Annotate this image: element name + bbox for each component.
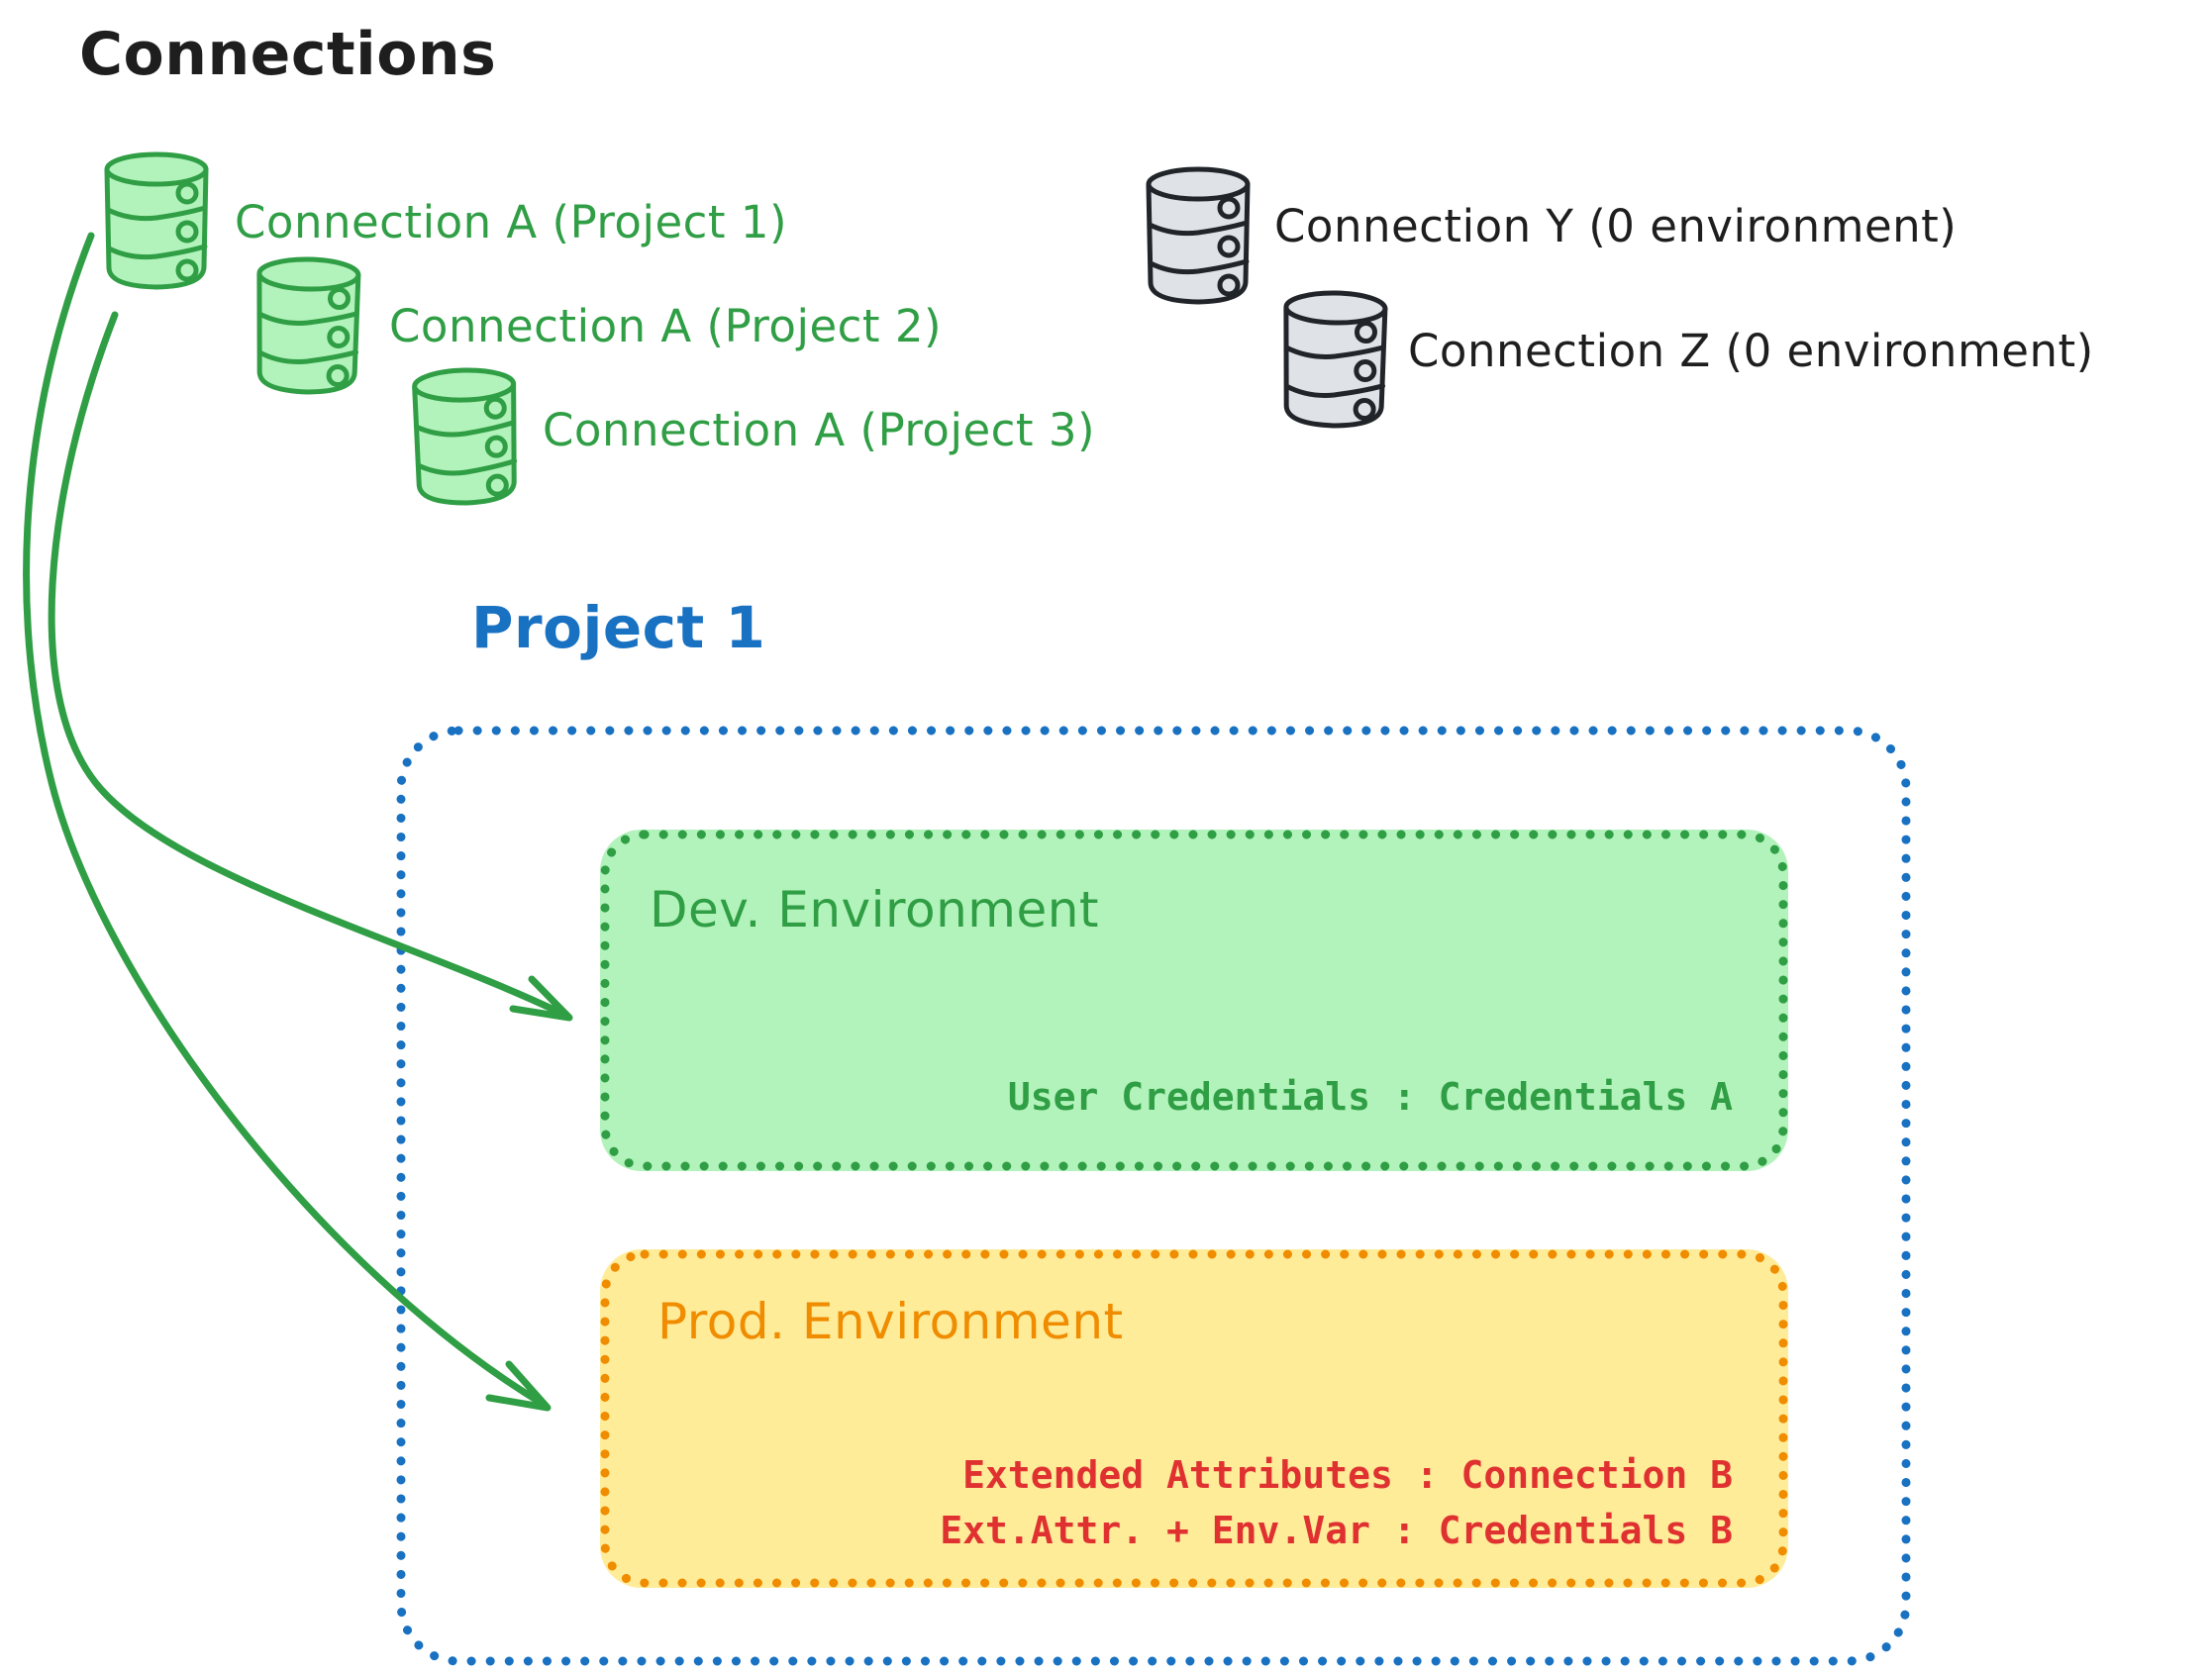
dev-environment-box: Dev. Environment User Credentials : Cred… <box>600 830 1788 1171</box>
diagram-title: Connections <box>79 20 497 89</box>
database-icon <box>1283 290 1388 429</box>
project-1-title: Project 1 <box>471 594 766 661</box>
prod-environment-title: Prod. Environment <box>657 1293 1124 1350</box>
connection-a-project-2-label: Connection A (Project 2) <box>389 300 943 352</box>
dev-environment-credentials: User Credentials : Credentials A <box>1007 1075 1733 1119</box>
connection-a-project-1-label: Connection A (Project 1) <box>235 196 788 248</box>
connection-a-project-3-label: Connection A (Project 3) <box>543 404 1096 456</box>
prod-credential-line-2: Ext.Attr. + Env.Var : Credentials B <box>940 1509 1733 1552</box>
database-icon <box>256 256 361 395</box>
dev-environment-title: Dev. Environment <box>650 881 1100 938</box>
database-icon <box>104 151 209 290</box>
prod-environment-box: Prod. Environment Extended Attributes : … <box>600 1249 1788 1588</box>
connection-y-label: Connection Y (0 environment) <box>1274 200 1958 252</box>
project-1-box: Dev. Environment User Credentials : Cred… <box>396 726 1911 1666</box>
prod-credential-line-1: Extended Attributes : Connection B <box>962 1453 1733 1497</box>
database-icon <box>412 367 518 506</box>
connection-z-label: Connection Z (0 environment) <box>1408 325 2094 377</box>
prod-environment-credentials: Extended Attributes : Connection B Ext.A… <box>940 1447 1733 1558</box>
database-icon <box>1146 166 1251 305</box>
